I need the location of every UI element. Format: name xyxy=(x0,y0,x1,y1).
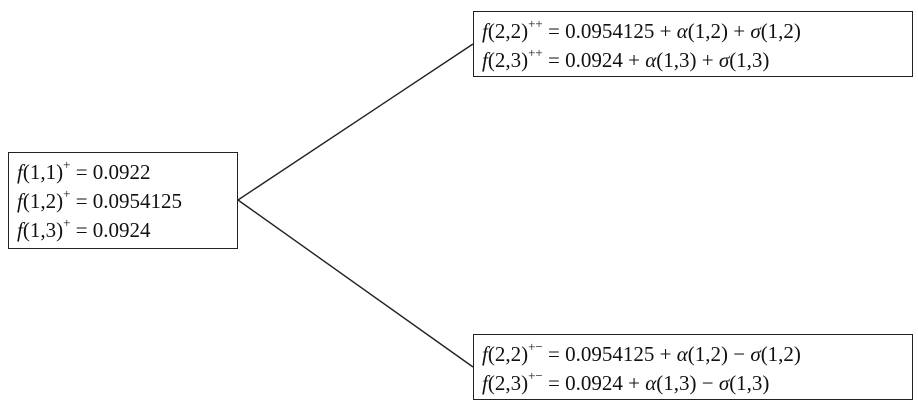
function-args: (1,2) xyxy=(22,189,64,213)
equation-f-2-3-up: f(2,3)++ = 0.0924 + α(1,3) + σ(1,3) xyxy=(482,46,903,75)
equation-f-2-2-up: f(2,2)++ = 0.0954125 + α(1,2) + σ(1,2) xyxy=(482,17,903,46)
root-node-box: f(1,1)+ = 0.0922 f(1,2)+ = 0.0954125 f(1… xyxy=(8,152,238,249)
function-args: (2,2) xyxy=(487,19,529,43)
superscript: + xyxy=(63,157,71,172)
operator: + xyxy=(696,48,719,72)
function-symbol: f xyxy=(17,218,23,242)
down-branch-node-box: f(2,2)+− = 0.0954125 + α(1,2) − σ(1,2) f… xyxy=(473,334,913,400)
equation-rhs-base: = 0.0954125 + xyxy=(542,19,677,43)
superscript: + xyxy=(63,215,71,230)
equation-f-1-2: f(1,2)+ = 0.0954125 xyxy=(17,187,228,216)
sigma-args: (1,3) xyxy=(729,48,770,72)
operator: + xyxy=(727,19,751,43)
alpha-args: (1,3) xyxy=(656,48,697,72)
function-args: (2,2) xyxy=(487,342,529,366)
superscript: + xyxy=(63,186,71,201)
equation-rhs: = 0.0922 xyxy=(70,160,151,184)
alpha-symbol: α xyxy=(676,19,688,43)
equation-rhs-base: = 0.0924 + xyxy=(542,371,646,395)
alpha-symbol: α xyxy=(645,48,657,72)
edge-root-to-down xyxy=(237,199,474,368)
equation-f-1-3: f(1,3)+ = 0.0924 xyxy=(17,216,228,245)
function-args: (2,3) xyxy=(487,371,529,395)
superscript: ++ xyxy=(528,16,543,31)
sigma-args: (1,2) xyxy=(760,342,801,366)
function-symbol: f xyxy=(482,371,488,395)
equation-rhs: = 0.0954125 xyxy=(70,189,183,213)
operator: − xyxy=(696,371,719,395)
sigma-args: (1,2) xyxy=(760,19,801,43)
function-args: (1,3) xyxy=(22,218,64,242)
equation-f-1-1: f(1,1)+ = 0.0922 xyxy=(17,158,228,187)
sigma-symbol: σ xyxy=(718,48,730,72)
function-symbol: f xyxy=(482,48,488,72)
equation-rhs-base: = 0.0924 + xyxy=(542,48,646,72)
equation-rhs: = 0.0924 xyxy=(70,218,151,242)
equation-f-2-3-down: f(2,3)+− = 0.0924 + α(1,3) − σ(1,3) xyxy=(482,369,903,398)
function-symbol: f xyxy=(482,19,488,43)
superscript: +− xyxy=(528,368,543,383)
edge-root-to-up xyxy=(237,43,474,201)
operator: − xyxy=(727,342,751,366)
function-symbol: f xyxy=(482,342,488,366)
superscript: +− xyxy=(528,339,543,354)
equation-f-2-2-down: f(2,2)+− = 0.0954125 + α(1,2) − σ(1,2) xyxy=(482,340,903,369)
sigma-symbol: σ xyxy=(750,19,761,43)
sigma-args: (1,3) xyxy=(729,371,770,395)
alpha-symbol: α xyxy=(676,342,688,366)
alpha-args: (1,2) xyxy=(687,342,728,366)
alpha-args: (1,3) xyxy=(656,371,697,395)
function-args: (2,3) xyxy=(487,48,529,72)
function-args: (1,1) xyxy=(22,160,64,184)
equation-rhs-base: = 0.0954125 + xyxy=(542,342,677,366)
sigma-symbol: σ xyxy=(750,342,761,366)
up-branch-node-box: f(2,2)++ = 0.0954125 + α(1,2) + σ(1,2) f… xyxy=(473,11,913,77)
function-symbol: f xyxy=(17,189,23,213)
alpha-symbol: α xyxy=(645,371,657,395)
alpha-args: (1,2) xyxy=(687,19,728,43)
function-symbol: f xyxy=(17,160,23,184)
sigma-symbol: σ xyxy=(718,371,730,395)
superscript: ++ xyxy=(528,45,543,60)
